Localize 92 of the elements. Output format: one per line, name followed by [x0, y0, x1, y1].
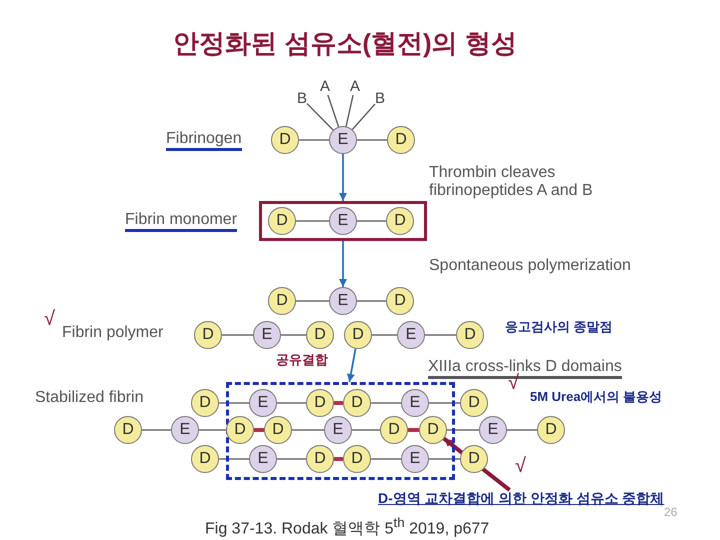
connector-line [199, 429, 226, 431]
cross-link [334, 457, 343, 461]
highlight-frame [259, 201, 427, 241]
domain-circle: E [329, 207, 357, 235]
axis-label: Fibrin monomer [125, 211, 238, 232]
domain-circle: D [191, 445, 219, 473]
note-text: 공유결합 [276, 351, 328, 369]
connector-line [327, 94, 340, 127]
note-text: 5M Urea에서의 불용성 [530, 388, 662, 406]
connector-line [352, 104, 376, 130]
peptide-label: A [320, 78, 330, 95]
axis-label: Fibrin polymer [62, 324, 164, 342]
connector-line [296, 220, 329, 222]
domain-circle: D [306, 445, 334, 473]
peptide-label: B [375, 90, 386, 107]
check-mark: √ [44, 308, 55, 331]
domain-circle: D [191, 389, 219, 417]
domain-circle: E [249, 389, 277, 417]
domain-circle: E [253, 321, 281, 349]
domain-circle: D [268, 207, 296, 235]
connector-line [447, 429, 479, 431]
connector-line [357, 300, 386, 302]
description-text: Thrombin cleaves fibrinopeptides A and B [429, 164, 594, 201]
domain-circle: E [397, 321, 425, 349]
domain-circle: D [271, 126, 299, 154]
connector-line [371, 458, 401, 460]
domain-circle: D [306, 389, 334, 417]
connector-line [357, 220, 386, 222]
peptide-label: A [350, 78, 360, 95]
domain-circle: E [249, 445, 277, 473]
axis-label: Fibrinogen [166, 130, 242, 151]
cross-link [334, 401, 343, 405]
domain-circle: D [387, 126, 415, 154]
domain-circle: E [401, 389, 429, 417]
connector-line [352, 429, 380, 431]
domain-circle: D [344, 321, 372, 349]
peptide-label: B [297, 90, 308, 107]
domain-circle: D [537, 416, 565, 444]
domain-circle: D [380, 416, 408, 444]
cross-link [408, 428, 419, 432]
domain-circle: D [343, 389, 371, 417]
connector-line [429, 458, 460, 460]
connector-line [372, 334, 397, 336]
caption-text: D-영역 교차결합에 의한 안정화 섬유소 중합체 [378, 490, 664, 508]
connector-line [357, 139, 387, 141]
domain-circle: D [226, 416, 254, 444]
check-mark: √ [515, 455, 526, 478]
connector-line [219, 402, 249, 404]
domain-circle: D [460, 389, 488, 417]
connector-line [507, 429, 537, 431]
connector-line [277, 402, 306, 404]
title: 안정화된 섬유소(혈전)의 형성 [172, 27, 518, 60]
domain-circle: D [456, 321, 484, 349]
connector-line [345, 94, 354, 126]
domain-circle: E [324, 416, 352, 444]
page-number: 26 [664, 505, 678, 519]
highlight-frame [226, 382, 455, 480]
description-text: Spontaneous polymerization [429, 257, 631, 275]
domain-circle: D [386, 207, 414, 235]
domain-circle: D [419, 416, 447, 444]
domain-circle: D [114, 416, 142, 444]
connector-line [371, 402, 401, 404]
domain-circle: D [194, 321, 222, 349]
flow-arrow [339, 154, 347, 201]
domain-circle: D [268, 287, 296, 315]
note-text: 응고검사의 종말점 [505, 318, 613, 336]
connector-line [296, 300, 329, 302]
connector-line [222, 334, 253, 336]
connector-line [219, 458, 249, 460]
connector-line [292, 429, 324, 431]
domain-circle: E [329, 287, 357, 315]
connector-line [306, 103, 334, 130]
domain-circle: E [329, 126, 357, 154]
domain-circle: D [264, 416, 292, 444]
flow-arrow [339, 241, 347, 287]
cross-link [254, 428, 264, 432]
connector-line [142, 429, 171, 431]
domain-circle: E [479, 416, 507, 444]
citation-text: Fig 37-13. Rodak 혈액학 5$^{th}$ 2019, p677 [205, 515, 490, 540]
axis-label: Stabilized fibrin [35, 389, 144, 407]
domain-circle: D [386, 287, 414, 315]
connector-line [429, 402, 460, 404]
connector-line [425, 334, 456, 336]
connector-line [281, 334, 306, 336]
flow-arrow [346, 348, 356, 382]
domain-circle: D [306, 321, 334, 349]
domain-circle: E [401, 445, 429, 473]
domain-circle: D [343, 445, 371, 473]
domain-circle: E [171, 416, 199, 444]
connector-line [299, 139, 329, 141]
domain-circle: D [460, 445, 488, 473]
connector-line [277, 458, 306, 460]
